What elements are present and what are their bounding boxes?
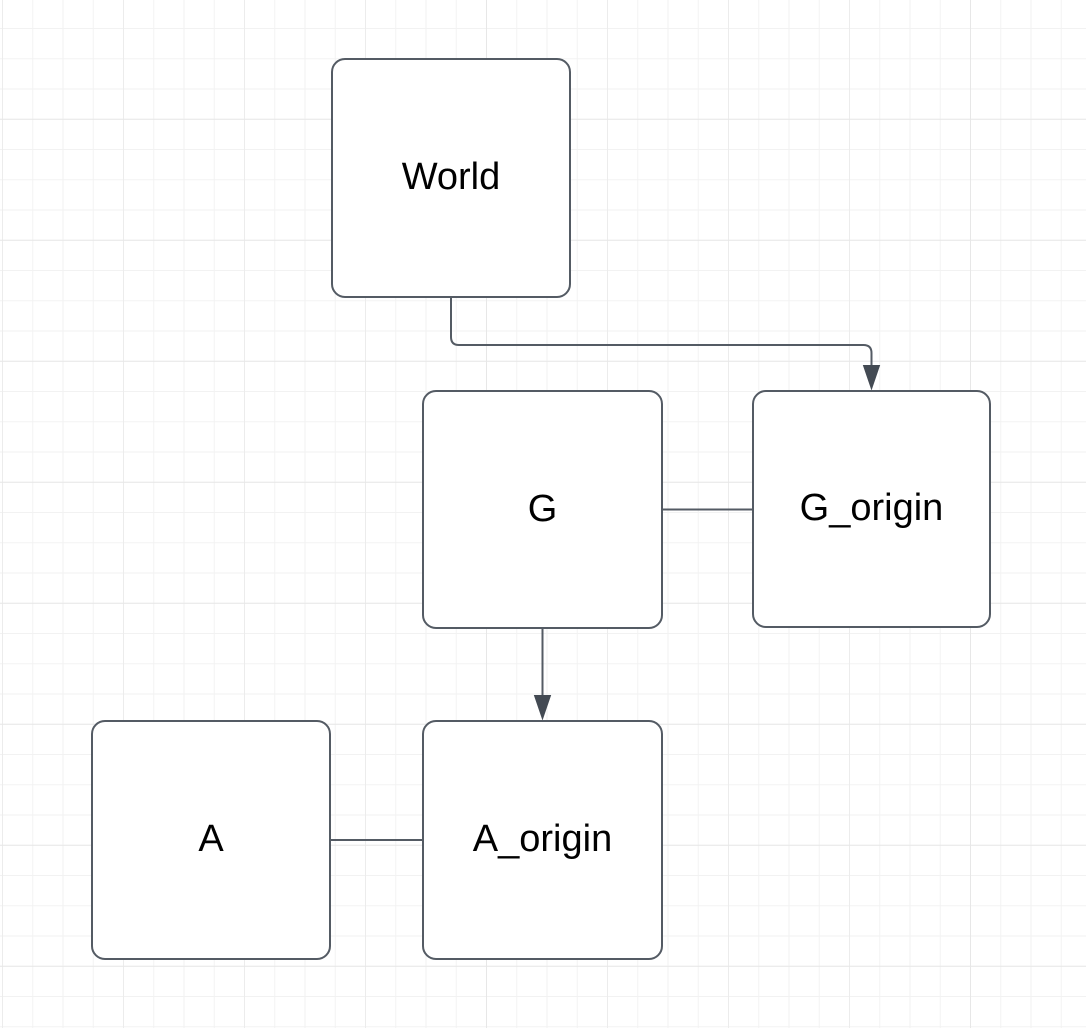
node-a-label: A — [198, 818, 224, 861]
node-world-label: World — [401, 156, 501, 199]
node-g-label: G — [527, 487, 558, 530]
arrowhead-icon — [533, 695, 552, 721]
node-world[interactable]: World — [331, 58, 571, 298]
node-g-origin[interactable]: G_origin — [752, 390, 991, 628]
node-a-origin[interactable]: A_origin — [422, 720, 663, 960]
connector-world-to-g-origin[interactable] — [450, 298, 881, 391]
node-g[interactable]: G — [422, 390, 663, 629]
node-g-origin-label: G_origin — [799, 487, 944, 530]
connector-g-to-a-origin[interactable] — [533, 629, 552, 721]
arrowhead-icon — [862, 365, 881, 391]
node-a[interactable]: A — [91, 720, 331, 960]
node-a-origin-label: A_origin — [472, 818, 613, 861]
